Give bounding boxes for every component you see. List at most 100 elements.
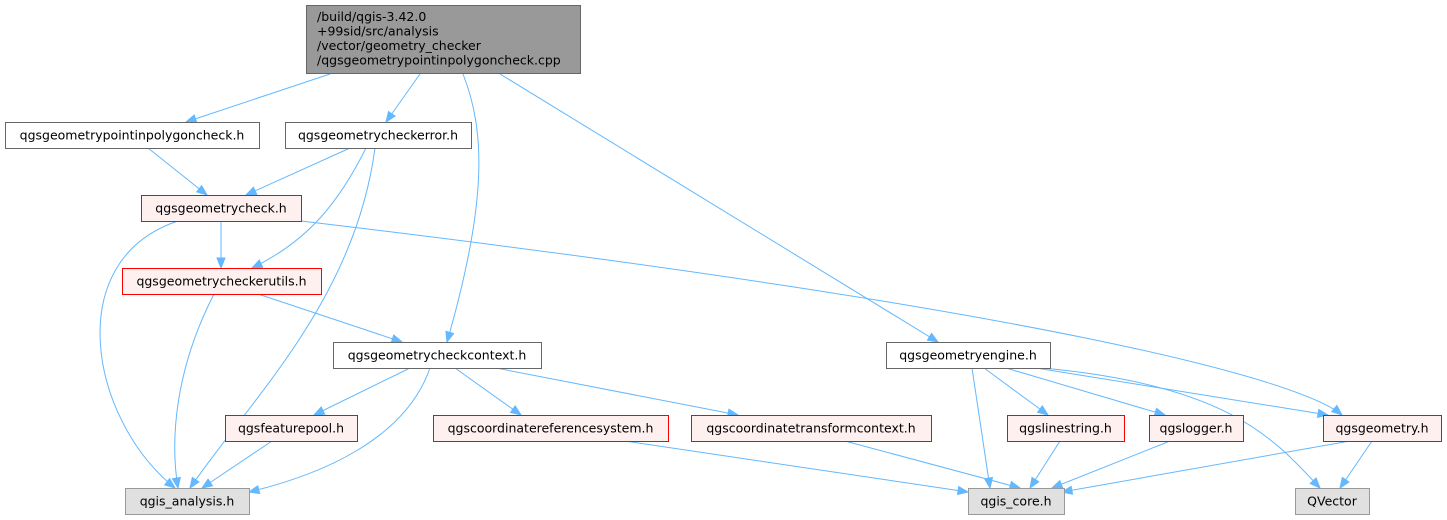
edge-geometry_h-to-qvector xyxy=(1339,440,1373,490)
arrowhead xyxy=(195,184,209,196)
node-root[interactable]: /build/qgis-3.42.0+99sid/src/analysis/ve… xyxy=(306,5,581,74)
node-label: qgsgeometrycheckerror.h xyxy=(298,128,458,143)
arrowhead xyxy=(1153,407,1167,417)
edge-line xyxy=(499,73,939,343)
node-box xyxy=(1007,415,1125,442)
node-label: QVector xyxy=(1307,494,1358,509)
node-checkerror-h[interactable]: qgsgeometrycheckerror.h xyxy=(285,122,472,149)
arrowhead xyxy=(983,476,994,490)
edge-check_h-to-geometry_h xyxy=(300,220,1344,416)
edge-line xyxy=(185,73,331,123)
node-label: qgsgeometrycheckcontext.h xyxy=(348,348,527,363)
edge-line xyxy=(313,367,411,416)
node-box xyxy=(1295,488,1370,515)
edge-engine_h-to-geometry_h xyxy=(1035,367,1330,419)
node-box xyxy=(433,415,669,442)
edge-line xyxy=(99,220,179,489)
node-box xyxy=(886,342,1051,369)
arrowhead xyxy=(216,257,226,270)
arrowhead xyxy=(250,259,264,269)
node-label: qgsgeometrycheck.h xyxy=(155,201,286,216)
edge-line xyxy=(248,367,431,493)
node-geometry-h[interactable]: qgsgeometry.h xyxy=(1323,415,1442,442)
node-crs-h[interactable]: qgscoordinatereferencesystem.h xyxy=(433,415,669,442)
arrowhead xyxy=(926,332,940,343)
edge-logger_h-to-core_h xyxy=(1050,440,1171,489)
node-label: qgsgeometrycheckerutils.h xyxy=(136,274,306,289)
edge-engine_h-to-core_h xyxy=(971,367,994,490)
node-analysis-h[interactable]: qgis_analysis.h xyxy=(125,488,250,515)
edge-line xyxy=(983,367,1049,416)
edge-featurepool_h-to-analysis_h xyxy=(200,440,273,489)
node-box xyxy=(285,122,472,149)
node-core-h[interactable]: qgis_core.h xyxy=(968,488,1065,515)
edge-ctc_h-to-core_h xyxy=(844,440,1022,490)
edge-line xyxy=(147,147,208,196)
arrowhead xyxy=(312,406,326,416)
node-box xyxy=(1149,415,1244,442)
edge-line xyxy=(1035,367,1329,416)
edge-checkerror_h-to-checkerutils_h xyxy=(250,147,367,269)
edge-line xyxy=(446,73,480,343)
node-featurepool-h[interactable]: qgsfeaturepool.h xyxy=(225,415,358,442)
edge-line xyxy=(174,293,215,489)
node-box xyxy=(691,415,932,442)
edge-line xyxy=(251,147,367,269)
arrowhead xyxy=(184,114,198,124)
node-ctc-h[interactable]: qgscoordinatetransformcontext.h xyxy=(691,415,932,442)
edge-root-to-engine_h xyxy=(499,73,940,343)
edge-checkcontext_h-to-featurepool_h xyxy=(312,367,411,416)
edge-root-to-pipcheck_h xyxy=(184,73,331,124)
edge-line xyxy=(844,440,1021,489)
node-label: /qgsgeometrypointinpolygoncheck.cpp xyxy=(317,53,561,68)
node-box xyxy=(225,415,358,442)
node-linestring-h[interactable]: qgslinestring.h xyxy=(1007,415,1125,442)
node-checkerutils-h[interactable]: qgsgeometrycheckerutils.h xyxy=(122,268,322,295)
node-checkcontext-h[interactable]: qgsgeometrycheckcontext.h xyxy=(333,342,542,369)
node-qvector[interactable]: QVector xyxy=(1295,488,1370,515)
node-label: qgscoordinatereferencesystem.h xyxy=(448,421,654,436)
edge-linestring_h-to-core_h xyxy=(1029,440,1061,490)
node-label: qgsgeometryengine.h xyxy=(899,348,1037,363)
node-box xyxy=(306,5,581,74)
node-box xyxy=(125,488,250,515)
node-box xyxy=(968,488,1065,515)
edge-line xyxy=(971,367,991,489)
arrowhead xyxy=(1036,404,1050,416)
nodes-layer: /build/qgis-3.42.0+99sid/src/analysis/ve… xyxy=(5,5,1442,515)
edge-line xyxy=(300,220,1343,416)
edge-root-to-checkerror_h xyxy=(385,73,421,124)
node-label: /vector/geometry_checker xyxy=(317,38,482,53)
edge-line xyxy=(454,367,522,416)
node-label: qgsgeometry.h xyxy=(1335,421,1428,436)
arrowhead xyxy=(163,477,177,489)
node-label: qgslogger.h xyxy=(1160,421,1233,436)
node-label: qgis_analysis.h xyxy=(140,494,235,509)
arrowhead xyxy=(509,405,523,416)
edge-engine_h-to-logger_h xyxy=(1005,367,1167,417)
node-label: qgscoordinatetransformcontext.h xyxy=(706,421,915,436)
node-box xyxy=(1323,415,1442,442)
edge-checkerutils_h-to-checkcontext_h xyxy=(257,293,404,344)
node-logger-h[interactable]: qgslogger.h xyxy=(1149,415,1244,442)
edge-checkcontext_h-to-crs_h xyxy=(454,367,523,416)
node-check-h[interactable]: qgsgeometrycheck.h xyxy=(141,195,302,222)
node-box xyxy=(333,342,542,369)
edge-line xyxy=(189,147,376,489)
edge-checkerror_h-to-analysis_h xyxy=(189,147,376,490)
node-pipcheck-h[interactable]: qgsgeometrypointinpolygoncheck.h xyxy=(5,122,260,149)
edge-checkerror_h-to-check_h xyxy=(244,147,351,196)
node-engine-h[interactable]: qgsgeometryengine.h xyxy=(886,342,1051,369)
arrowhead xyxy=(200,478,214,489)
edge-check_h-to-checkerutils_h xyxy=(216,221,226,270)
edge-checkerutils_h-to-analysis_h xyxy=(171,293,215,490)
arrowhead xyxy=(1050,479,1064,489)
edge-crs_h-to-core_h xyxy=(624,440,970,496)
edge-line xyxy=(257,293,403,343)
node-label: +99sid/src/analysis xyxy=(317,24,439,39)
arrowhead xyxy=(1029,476,1040,490)
arrowhead xyxy=(189,476,200,490)
arrowhead xyxy=(956,485,970,496)
arrowhead xyxy=(1309,477,1321,489)
edge-line xyxy=(1061,440,1351,493)
